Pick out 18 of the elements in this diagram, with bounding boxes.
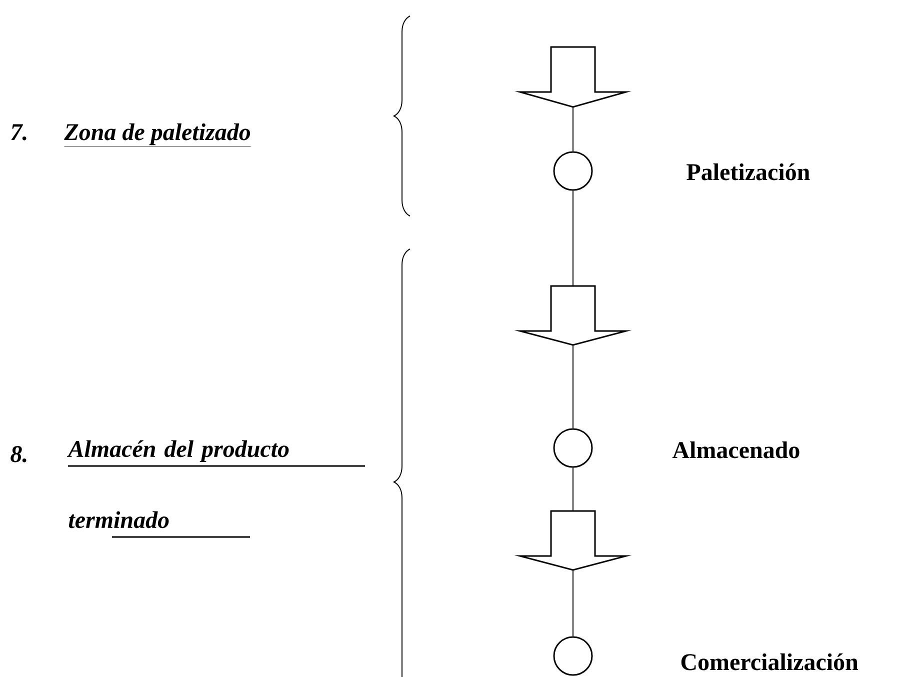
connector-line — [572, 570, 574, 637]
block-arrow — [514, 285, 632, 346]
circle — [553, 636, 593, 676]
zone-title: Almacén del producto terminado — [66, 440, 365, 538]
step-label: Paletización — [686, 163, 810, 180]
step-label: Almacenado — [672, 441, 800, 458]
connector-line — [572, 344, 574, 429]
circle — [553, 151, 593, 191]
connector-line — [572, 106, 574, 152]
circle — [553, 428, 593, 468]
zone-title: Zona de paletizado — [64, 123, 252, 147]
item-number: 7. — [11, 124, 26, 140]
step-label: Comercialización — [681, 653, 858, 670]
item-number: 8. — [10, 446, 26, 462]
connector-line — [572, 190, 574, 286]
connector-line — [572, 467, 574, 512]
block-arrow — [514, 510, 632, 571]
block-arrow — [514, 46, 632, 108]
